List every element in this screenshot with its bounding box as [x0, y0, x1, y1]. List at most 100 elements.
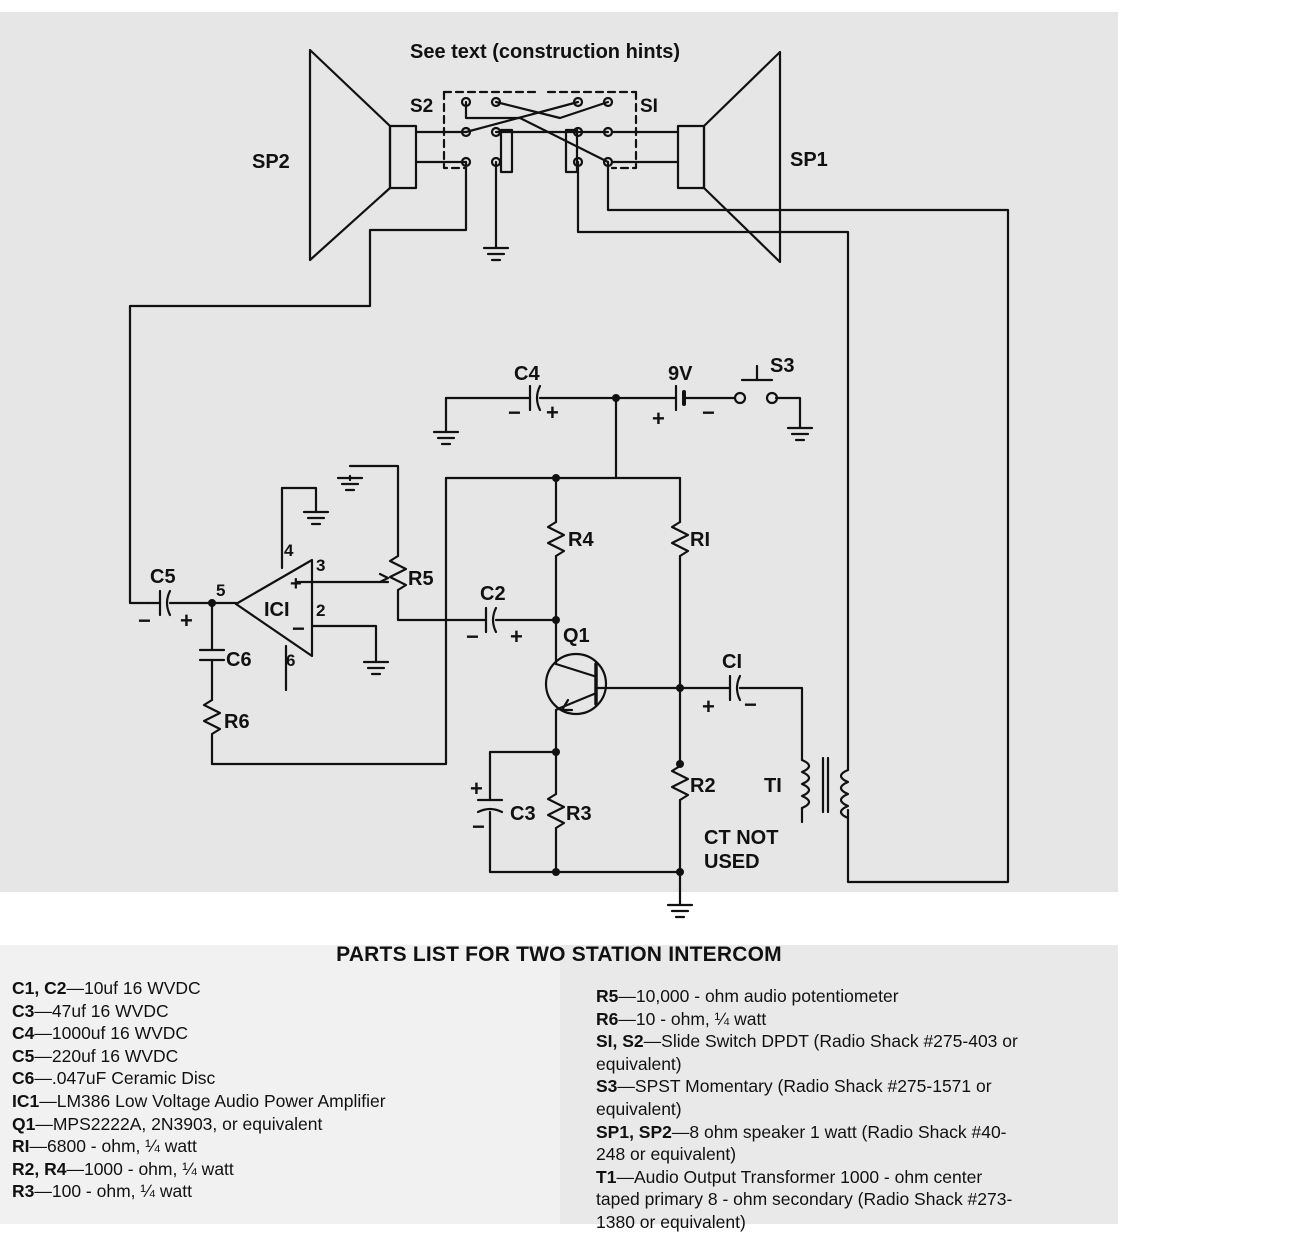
label-c1: CI: [722, 651, 742, 673]
label-r5: R5: [408, 568, 434, 590]
battery-9v-symbol: [674, 384, 686, 412]
part-desc: 1000 - ohm, ¼ watt: [83, 1158, 234, 1179]
capacitor-c5-symbol: [158, 589, 172, 617]
part-ref: C3: [12, 1000, 35, 1021]
label-r4: R4: [568, 529, 594, 551]
transistor-q1-symbol: [544, 652, 682, 716]
bleed-through-background-lower-left: [0, 945, 560, 1224]
label-pin5: 5: [216, 581, 225, 600]
part-ref: C6: [12, 1068, 35, 1089]
label-ct-note-line1: CT NOT: [704, 827, 778, 849]
label-c6: C6: [226, 649, 252, 671]
polarity-plus: +: [510, 624, 523, 649]
capacitor-c4-symbol: [528, 384, 542, 412]
label-pin4: 4: [284, 541, 294, 560]
parts-list-item-continued: 248 or equivalent): [596, 1144, 737, 1165]
intercom-schematic: See text (construction hints) SP2 SP1 S2…: [128, 41, 1010, 919]
speaker-sp2-symbol: [308, 48, 418, 262]
polarity-plus: +: [546, 400, 559, 425]
polarity-plus: +: [290, 573, 302, 595]
label-c3: C3: [510, 803, 536, 825]
part-desc: 8 ohm speaker 1 watt (Radio Shack #40-: [689, 1121, 1007, 1142]
part-desc: Audio Output Transformer 1000 - ohm cent…: [633, 1166, 983, 1187]
parts-list-item: C4—1000uf 16 WVDC: [12, 1023, 189, 1044]
label-c4: C4: [514, 363, 540, 385]
parts-list-item: R2, R4—1000 - ohm, ¼ watt: [12, 1158, 234, 1179]
label-t1: TI: [764, 775, 782, 797]
potentiometer-r5-symbol: [388, 554, 408, 592]
capacitor-c6-symbol: [198, 648, 226, 662]
part-desc: MPS2222A, 2N3903, or equivalent: [52, 1113, 323, 1134]
label-pin2: 2: [316, 601, 325, 620]
part-desc: 47uf 16 WVDC: [51, 1000, 169, 1021]
part-desc: 10uf 16 WVDC: [83, 978, 201, 998]
part-desc: 10,000 - ohm audio potentiometer: [635, 986, 899, 1006]
label-s3: S3: [770, 355, 794, 377]
parts-list-item: C1, C2—10uf 16 WVDC: [12, 978, 201, 998]
parts-list-item: R5—10,000 - ohm audio potentiometer: [596, 986, 899, 1006]
part-desc: 220uf 16 WVDC: [51, 1045, 179, 1066]
parts-list-item: T1—Audio Output Transformer 1000 - ohm c…: [596, 1166, 983, 1187]
part-desc: Slide Switch DPDT (Radio Shack #275-403 …: [661, 1031, 1018, 1052]
parts-list-item: C6—.047uF Ceramic Disc: [12, 1068, 216, 1089]
part-ref: C1, C2: [12, 978, 67, 998]
part-desc: 100 - ohm, ¼ watt: [51, 1181, 192, 1202]
parts-list-item-continued: 1380 or equivalent): [596, 1211, 746, 1232]
speaker-sp1-symbol: [676, 50, 782, 264]
part-ref: SP1, SP2: [596, 1121, 672, 1142]
amplifier-ic1-symbol: [234, 558, 314, 658]
part-ref: SI, S2: [596, 1031, 644, 1052]
label-s1: SI: [640, 96, 658, 117]
polarity-plus: +: [702, 694, 715, 719]
parts-list-item: R6—10 - ohm, ¼ watt: [596, 1008, 767, 1029]
label-9v: 9V: [668, 363, 693, 385]
transformer-t1-symbol: [800, 756, 850, 820]
label-pin3: 3: [316, 556, 325, 575]
part-ref: R5: [596, 986, 619, 1006]
parts-list-item: SP1, SP2—8 ohm speaker 1 watt (Radio Sha…: [596, 1121, 1007, 1142]
capacitor-c1-symbol: [728, 674, 742, 702]
label-r2: R2: [690, 775, 716, 797]
label-ct-note-line2: USED: [704, 851, 760, 873]
resistor-r2-symbol: [670, 764, 690, 802]
parts-list-item-continued: equivalent): [596, 1053, 682, 1074]
label-q1: Q1: [563, 625, 590, 647]
polarity-minus: −: [472, 814, 485, 839]
polarity-minus: −: [292, 616, 305, 641]
polarity-plus: +: [470, 776, 483, 801]
label-c2: C2: [480, 583, 506, 605]
part-ref: C5: [12, 1045, 35, 1066]
parts-list-item: IC1—LM386 Low Voltage Audio Power Amplif…: [12, 1090, 386, 1111]
label-ic1: ICI: [264, 599, 290, 621]
part-ref: Q1: [12, 1113, 36, 1134]
capacitor-c2-symbol: [484, 606, 498, 634]
polarity-minus: −: [138, 608, 151, 633]
part-desc: 10 - ohm, ¼ watt: [635, 1008, 767, 1029]
label-sp1: SP1: [790, 149, 828, 171]
resistor-r3-symbol: [546, 792, 566, 830]
parts-list-right-column: R5—10,000 - ohm audio potentiometer R6—1…: [596, 985, 1018, 1234]
diagram-title: See text (construction hints): [410, 41, 680, 63]
parts-list-item: Q1—MPS2222A, 2N3903, or equivalent: [12, 1113, 323, 1134]
resistor-r1-symbol: [670, 520, 690, 558]
part-ref: R2, R4: [12, 1158, 67, 1179]
parts-list-item: C3—47uf 16 WVDC: [12, 1000, 169, 1021]
part-ref: IC1: [12, 1090, 40, 1111]
polarity-minus: −: [508, 400, 521, 425]
polarity-minus: −: [702, 400, 715, 425]
part-ref: S3: [596, 1076, 618, 1097]
part-ref: RI: [12, 1136, 30, 1157]
label-r3: R3: [566, 803, 592, 825]
part-desc: .047uF Ceramic Disc: [51, 1068, 216, 1089]
part-ref: R3: [12, 1181, 35, 1202]
part-desc: 1000uf 16 WVDC: [51, 1023, 189, 1044]
bleed-through-background: [0, 12, 1118, 892]
page-margin: [1118, 0, 1299, 1224]
parts-list-item: RI—6800 - ohm, ¼ watt: [12, 1136, 197, 1157]
polarity-plus: +: [652, 406, 665, 431]
switch-s1-symbol: [546, 90, 638, 174]
polarity-plus: +: [180, 608, 193, 633]
parts-list-item: C5—220uf 16 WVDC: [12, 1045, 179, 1066]
part-ref: R6: [596, 1008, 619, 1029]
